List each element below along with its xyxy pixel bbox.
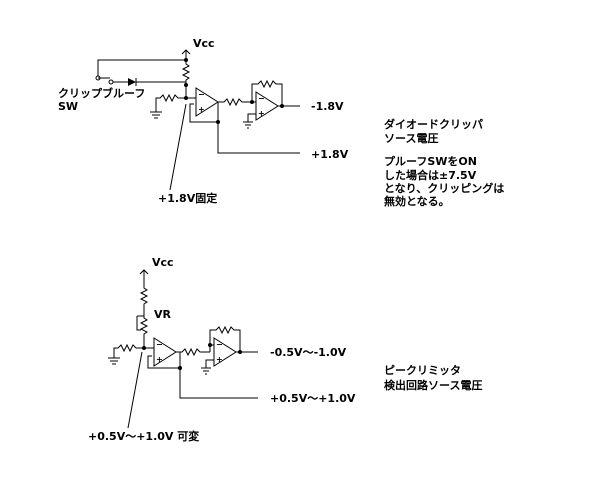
opamp-buffer-2 [153,337,177,367]
wire-diode-out-1 [135,78,186,86]
feedback-resistor-1 [251,79,283,106]
wire-ref-out-1 [217,122,300,154]
switch-contact-a-1 [95,75,101,81]
ground-1 [150,111,162,119]
buffer-feedback-1 [189,102,219,123]
wire-ref-out-2 [179,368,258,399]
note-line3: となり、クリッピングは [384,181,504,195]
opamp-minus-1: − [198,90,205,99]
feedback-resistor-2 [209,325,241,352]
opamp-plus-2: + [258,109,265,118]
opamp-plus-1: + [198,105,205,114]
ground-2 [243,121,253,129]
divider-resistor-top-2 [139,282,149,314]
opamp-minus-4: − [216,340,223,349]
ground-4 [201,367,211,375]
wire-opamp2-ground-1 [247,113,256,122]
wire-opamp4-ground [205,359,214,368]
pointer-line-1 [169,103,187,191]
circuit-1: Vcc − + − + [58,37,504,208]
divider-resistor-bottom-1 [155,93,186,112]
opamp-buffer-1 [195,87,219,117]
vcc-label-2: Vcc [152,256,174,269]
note2-line2: 検出回路ソース電圧 [384,378,482,392]
opamp-minus-2: − [258,94,265,103]
node-output-1 [280,104,284,108]
opamp-plus-3: + [156,355,163,364]
divider-resistor-bottom-2 [113,343,144,358]
diode-symbol-1 [128,78,136,86]
input-resistor-2 [218,97,252,107]
opamp-inverter-1 [255,91,279,121]
ground-3 [108,357,120,365]
note-line1: プルーフSWをON [384,154,477,168]
switch-label-line2: SW [58,100,78,113]
opamp-minus-3: − [156,340,163,349]
opamp-inverter-2 [213,337,237,367]
note-title-line1: ダイオードクリッパ [384,117,483,131]
fixed-label-1: +1.8V固定 [158,191,217,205]
note2-line1: ピークリミッタ [384,364,461,377]
node-output-2 [238,350,242,354]
pointer-line-2 [127,351,143,429]
output-label-2: -0.5V〜-1.0V [270,346,347,359]
divider-resistor-top-1 [181,60,191,98]
output-label-1: -1.8V [311,100,344,113]
vcc-arrow-2 [139,269,149,282]
ref-label-1: +1.8V [311,148,349,161]
vr-wiper [136,315,144,331]
circuit-2: Vcc VR − + − + -0.5V〜-1.0V +0.5V〜+1. [88,256,482,443]
buffer-feedback-2 [147,352,181,369]
wire-switch-top-1 [97,59,186,76]
vr-label: VR [154,308,172,321]
input-resistor-3 [176,347,210,357]
note-line4: 無効となる。 [384,194,450,208]
switch-label-line1: クリップブルーフ [58,86,145,100]
opamp-plus-4: + [216,355,223,364]
vcc-label-1: Vcc [193,37,215,50]
note-title-line2: ソース電圧 [384,132,438,145]
note-line2: した場合は±7.5V [384,168,477,182]
node-diode-1 [184,83,188,87]
ref-label-2: +0.5V〜+1.0V [270,392,356,405]
adjust-label: +0.5V〜+1.0V 可変 [88,429,199,443]
variable-resistor [139,314,149,348]
switch-contact-b-1 [108,79,114,85]
